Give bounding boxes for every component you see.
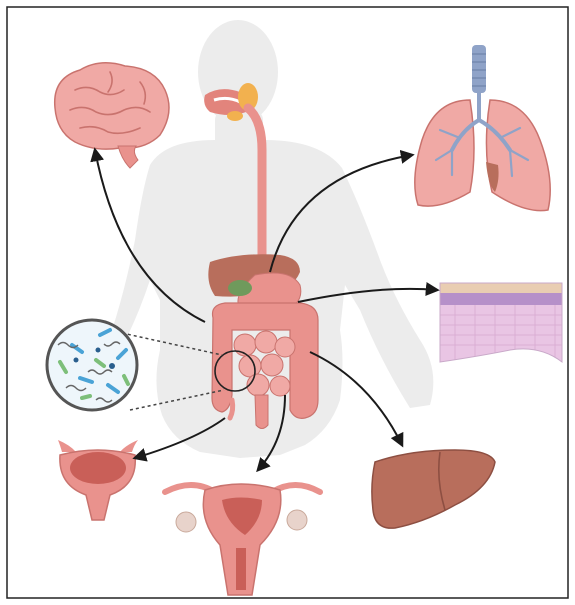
liver-icon <box>372 450 495 528</box>
lungs-icon <box>415 45 550 211</box>
bladder-icon <box>58 440 138 520</box>
uterus-icon <box>165 484 320 595</box>
brain-icon <box>55 63 169 168</box>
gut-microbiome-magnifier-icon <box>47 320 137 410</box>
skin-layers-icon <box>440 283 562 365</box>
